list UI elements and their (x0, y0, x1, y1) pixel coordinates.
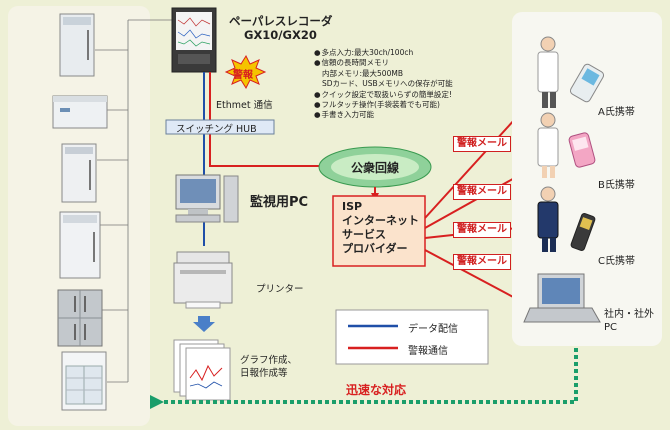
legend-box (335, 309, 489, 365)
graph-label-line2: 日報作成等 (240, 368, 288, 379)
switching-hub-box (165, 119, 275, 135)
phone-b-icon (568, 132, 596, 168)
legend-alarm-label: 警報通信 (408, 346, 448, 357)
feature-item: 内部メモリ:最大500MB (322, 68, 403, 78)
recorder-title: ペーパレスレコーダ (229, 14, 333, 28)
person-a-icon (537, 36, 559, 108)
recipient-b-label: B氏携帯 (598, 180, 635, 191)
showcase-refrigerator-icon (61, 351, 107, 411)
public-line-inner (331, 154, 419, 180)
legend-data-label: データ配信 (408, 324, 458, 335)
refrigerator-icon-1 (61, 143, 97, 203)
person-c-icon (537, 186, 559, 252)
alert-mail-label-c: 警報メール (453, 222, 511, 238)
monitor-pc-label: 監視用PC (250, 195, 309, 210)
phone-c-icon (570, 213, 596, 251)
isp-label-4: プロバイダー (342, 242, 408, 255)
down-arrow-icon (193, 316, 215, 332)
ethernet-label: Ethmet 通信 (216, 100, 273, 111)
feature-item: クイック設定で取扱いらずの簡単設定! (314, 90, 453, 100)
monitor-pc-icon (175, 174, 239, 223)
alarm-burst-label: 警報 (233, 70, 253, 81)
alarm-burst-icon (224, 54, 267, 90)
refrigerator-icon-2 (59, 211, 101, 279)
alarm-line (209, 72, 339, 170)
recipient-a-label: A氏携帯 (598, 107, 635, 118)
recipient-pc-label: 社内・社外PC (604, 309, 654, 333)
isp-label-2: インターネット (342, 214, 419, 227)
alert-mail-label-b: 警報メール (453, 184, 511, 200)
rapid-response-arrow (150, 348, 578, 409)
alert-mail-label-d: 警報メール (453, 254, 511, 270)
feature-item: 手書き入力可能 (314, 110, 453, 120)
equipment-connectors (95, 19, 175, 383)
graph-documents-icon (173, 339, 231, 401)
switching-hub-label: スイッチング HUB (176, 124, 257, 135)
recipient-c-label: C氏携帯 (598, 256, 635, 267)
graph-label-line1: グラフ作成、 (240, 355, 298, 366)
feature-list: 多点入力:最大30ch/100ch 信頼の長時間メモリ 内部メモリ:最大500M… (314, 48, 453, 121)
feature-item: 多点入力:最大30ch/100ch (314, 48, 453, 58)
feature-item: SDカード、USBメモリへの保存が可能 (322, 79, 453, 89)
paperless-recorder-icon (171, 7, 217, 73)
isp-label-3: サービス (342, 228, 386, 241)
person-b-icon (537, 112, 559, 178)
isp-box (332, 195, 426, 267)
feature-item: フルタッチ操作(手袋装着でも可能) (314, 100, 453, 110)
chest-freezer-icon (52, 95, 108, 129)
printer-label: プリンター (256, 284, 304, 295)
rapid-response-label: 迅速な対応 (346, 383, 407, 397)
phone-a-icon (569, 63, 605, 103)
alert-mail-label-a: 警報メール (453, 136, 511, 152)
isp-label-1: ISP (342, 200, 363, 213)
printer-icon (173, 251, 233, 309)
laptop-icon (523, 273, 601, 323)
public-line-label: 公衆回線 (351, 161, 400, 175)
freezer-upright-icon (59, 13, 95, 77)
stainless-refrigerator-icon (57, 289, 103, 347)
recipients-panel (512, 12, 662, 346)
feature-item: 信頼の長時間メモリ (314, 58, 453, 68)
recorder-model: GX10/GX20 (244, 28, 317, 42)
